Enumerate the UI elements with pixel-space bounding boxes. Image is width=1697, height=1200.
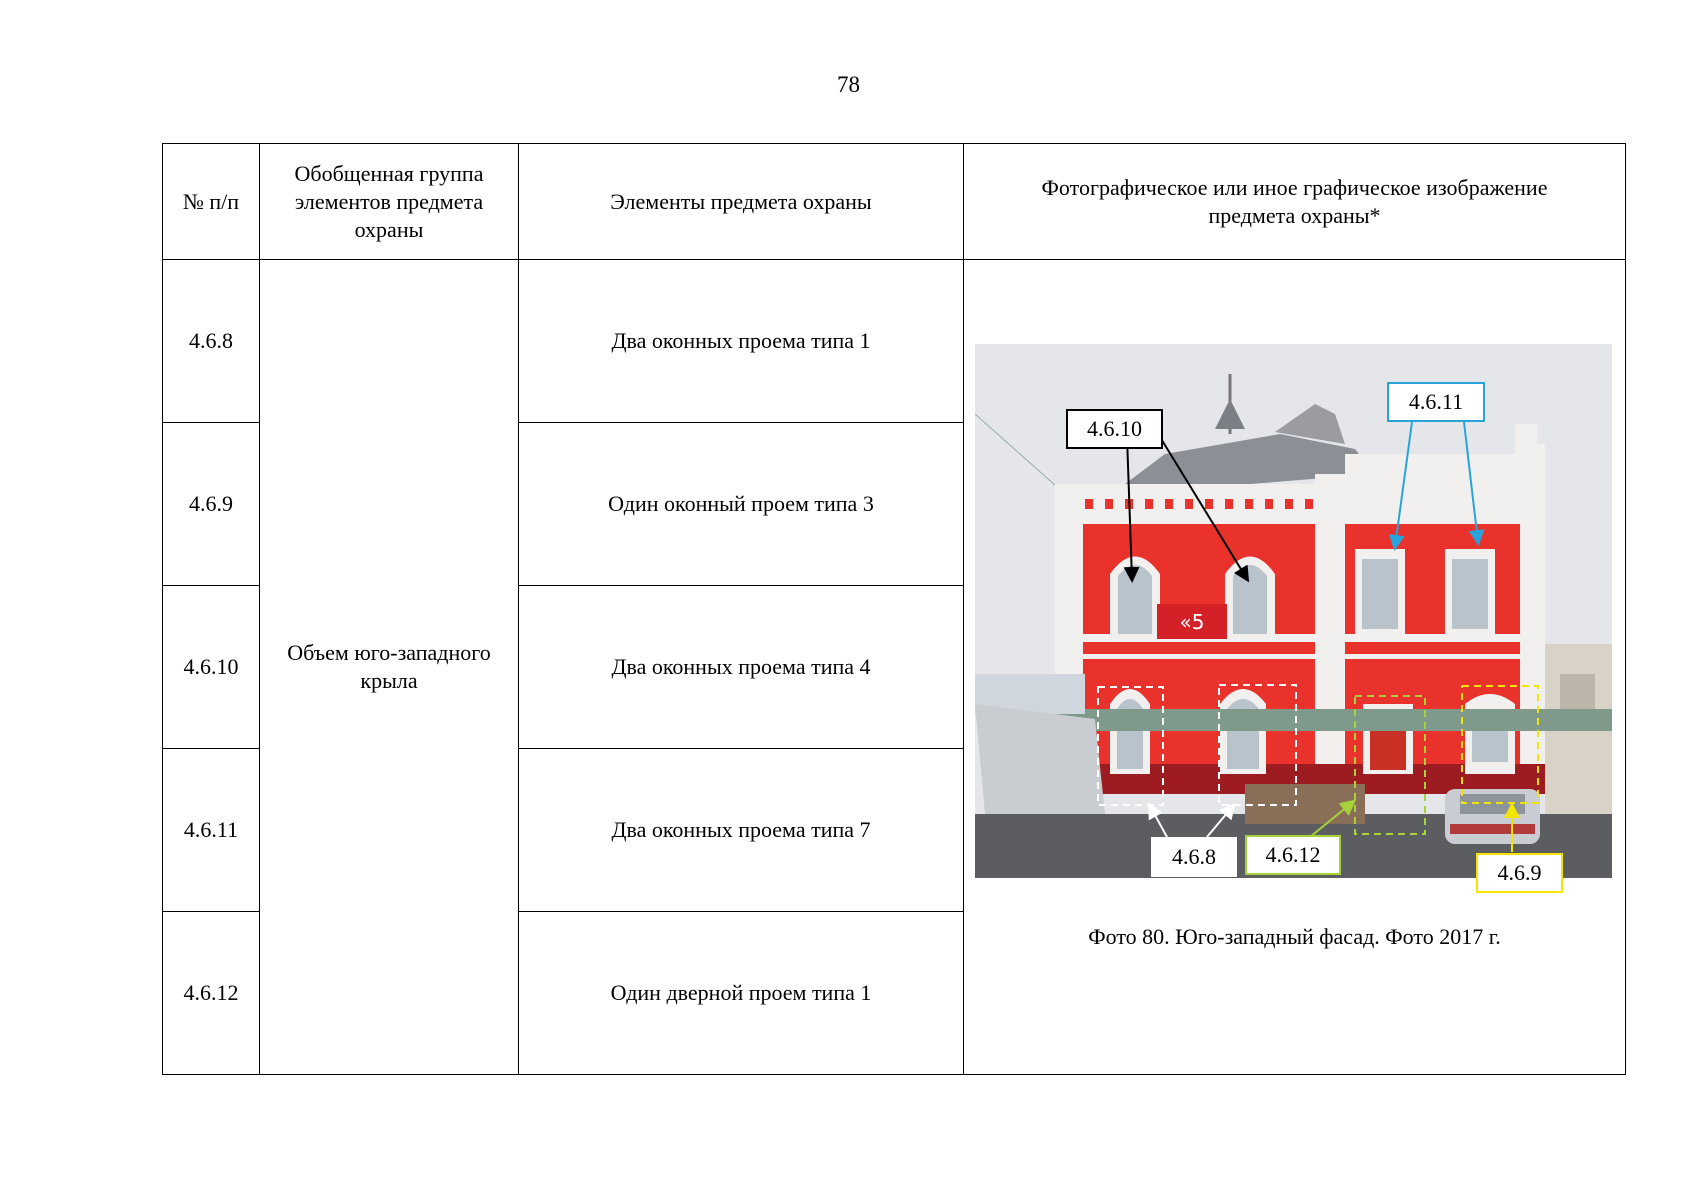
group-cell: Объем юго-западного крыла (259, 259, 519, 1075)
row-element: Два оконных проема типа 4 (518, 585, 964, 749)
page-number: 78 (837, 72, 860, 97)
table-row: 4.6.8 Объем юго-западного крыла Два окон… (162, 259, 1626, 1075)
table-row: 4.6.10 Два оконных проема типа 4 (162, 585, 1626, 749)
row-number: 4.6.10 (162, 585, 260, 749)
store-sign-text: «5 (1180, 610, 1205, 634)
table-row: 4.6.12 Один дверной проем типа 1 (162, 911, 1626, 1075)
row-number: 4.6.12 (162, 911, 260, 1075)
row-element: Один дверной проем типа 1 (518, 911, 964, 1075)
header-elements: Элементы предмета охраны (518, 143, 964, 260)
row-number: 4.6.11 (162, 748, 260, 912)
table-header-row: № п/п Обобщенная группа элементов предме… (162, 143, 1626, 260)
table-row: 4.6.9 Один оконный проем типа 3 (162, 422, 1626, 586)
photo-cell: «5 (963, 259, 1626, 1075)
row-number: 4.6.9 (162, 422, 260, 586)
row-element: Два оконных проема типа 7 (518, 748, 964, 912)
row-element: Один оконный проем типа 3 (518, 422, 964, 586)
marker-label-4-6-9: 4.6.9 (1476, 853, 1563, 893)
marker-label-4-6-10: 4.6.10 (1066, 409, 1163, 449)
marker-label-4-6-12: 4.6.12 (1245, 835, 1341, 875)
row-number: 4.6.8 (162, 259, 260, 423)
facade-photo: «5 (975, 344, 1612, 893)
marker-label-4-6-11: 4.6.11 (1387, 382, 1485, 422)
table-row: 4.6.11 Два оконных проема типа 7 (162, 748, 1626, 912)
header-group: Обобщенная группа элементов предмета охр… (259, 143, 519, 260)
protection-table: № п/п Обобщенная группа элементов предме… (162, 143, 1626, 1075)
header-image: Фотографическое или иное графическое изо… (963, 143, 1626, 260)
photo-caption: Фото 80. Юго-западный фасад. Фото 2017 г… (1088, 924, 1501, 949)
row-element: Два оконных проема типа 1 (518, 259, 964, 423)
header-num: № п/п (162, 143, 260, 260)
marker-label-4-6-8: 4.6.8 (1151, 837, 1237, 877)
